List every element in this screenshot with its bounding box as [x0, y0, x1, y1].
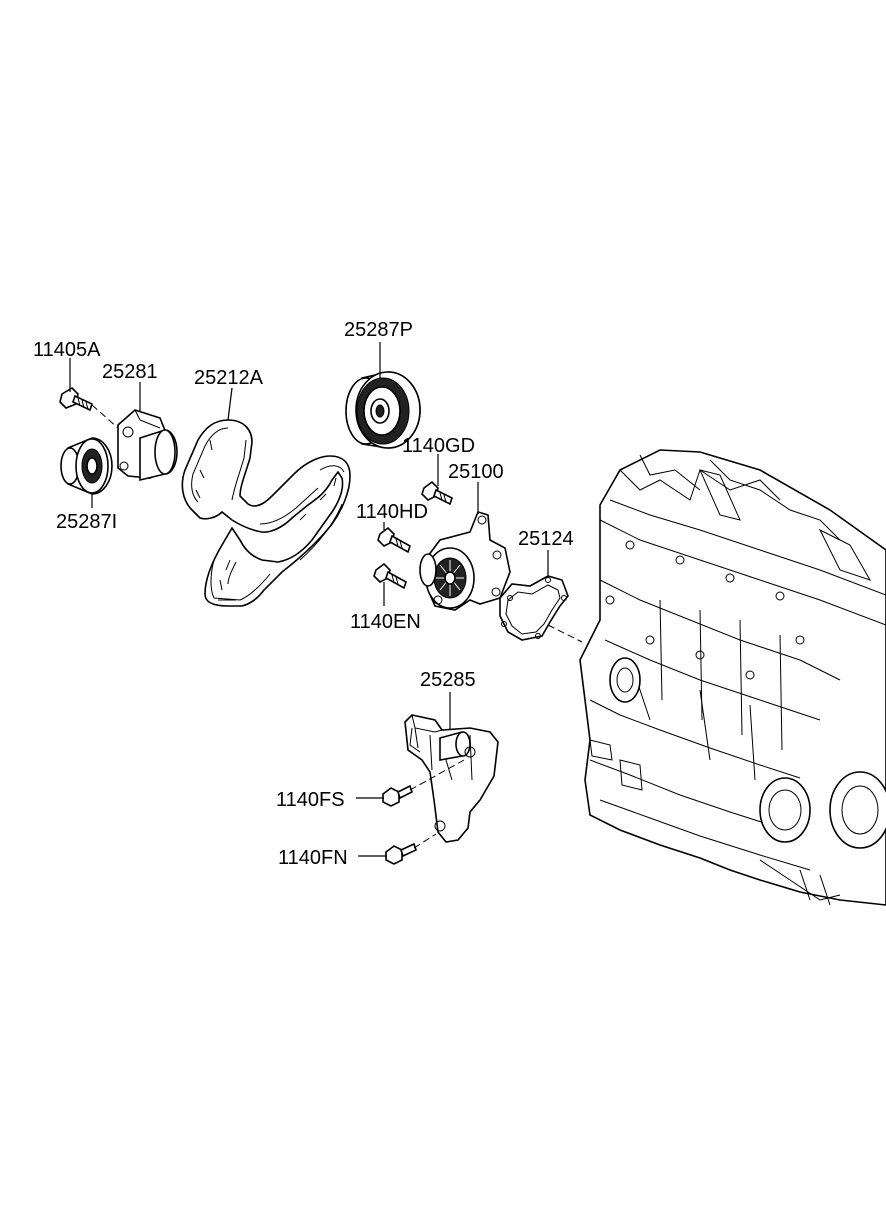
bolt-1140EN-part [373, 562, 407, 590]
idler-pulley-part [60, 437, 113, 495]
bracket-part [404, 714, 499, 843]
water-pump-part [419, 511, 511, 611]
pulley-25287P-part [345, 371, 421, 449]
label-25281: 25281 [102, 361, 158, 383]
label-11405A: 11405A [33, 339, 101, 361]
label-1140GD: 1140GD [402, 435, 475, 457]
bolt-1140FN-part [385, 842, 417, 865]
bolt-1140HD-part [377, 526, 411, 554]
label-25285: 25285 [420, 669, 476, 691]
label-25212A: 25212A [194, 367, 264, 389]
label-1140EN: 1140EN [350, 611, 421, 633]
leader-lines [69, 342, 549, 857]
label-1140FS: 1140FS [276, 789, 345, 811]
engine-block [579, 449, 886, 906]
serpentine-belt-part [181, 419, 351, 607]
bolt-1140FS-part [382, 784, 413, 807]
label-25100: 25100 [448, 461, 504, 483]
label-25287I: 25287I [56, 511, 117, 533]
label-25124: 25124 [518, 528, 574, 550]
label-1140FN: 1140FN [278, 847, 348, 869]
tensioner-part [117, 409, 178, 482]
bolt-1140GD-part [421, 480, 453, 506]
bolt-11405A-part [59, 386, 93, 412]
label-25287P: 25287P [344, 319, 413, 341]
label-1140HD: 1140HD [356, 501, 428, 523]
